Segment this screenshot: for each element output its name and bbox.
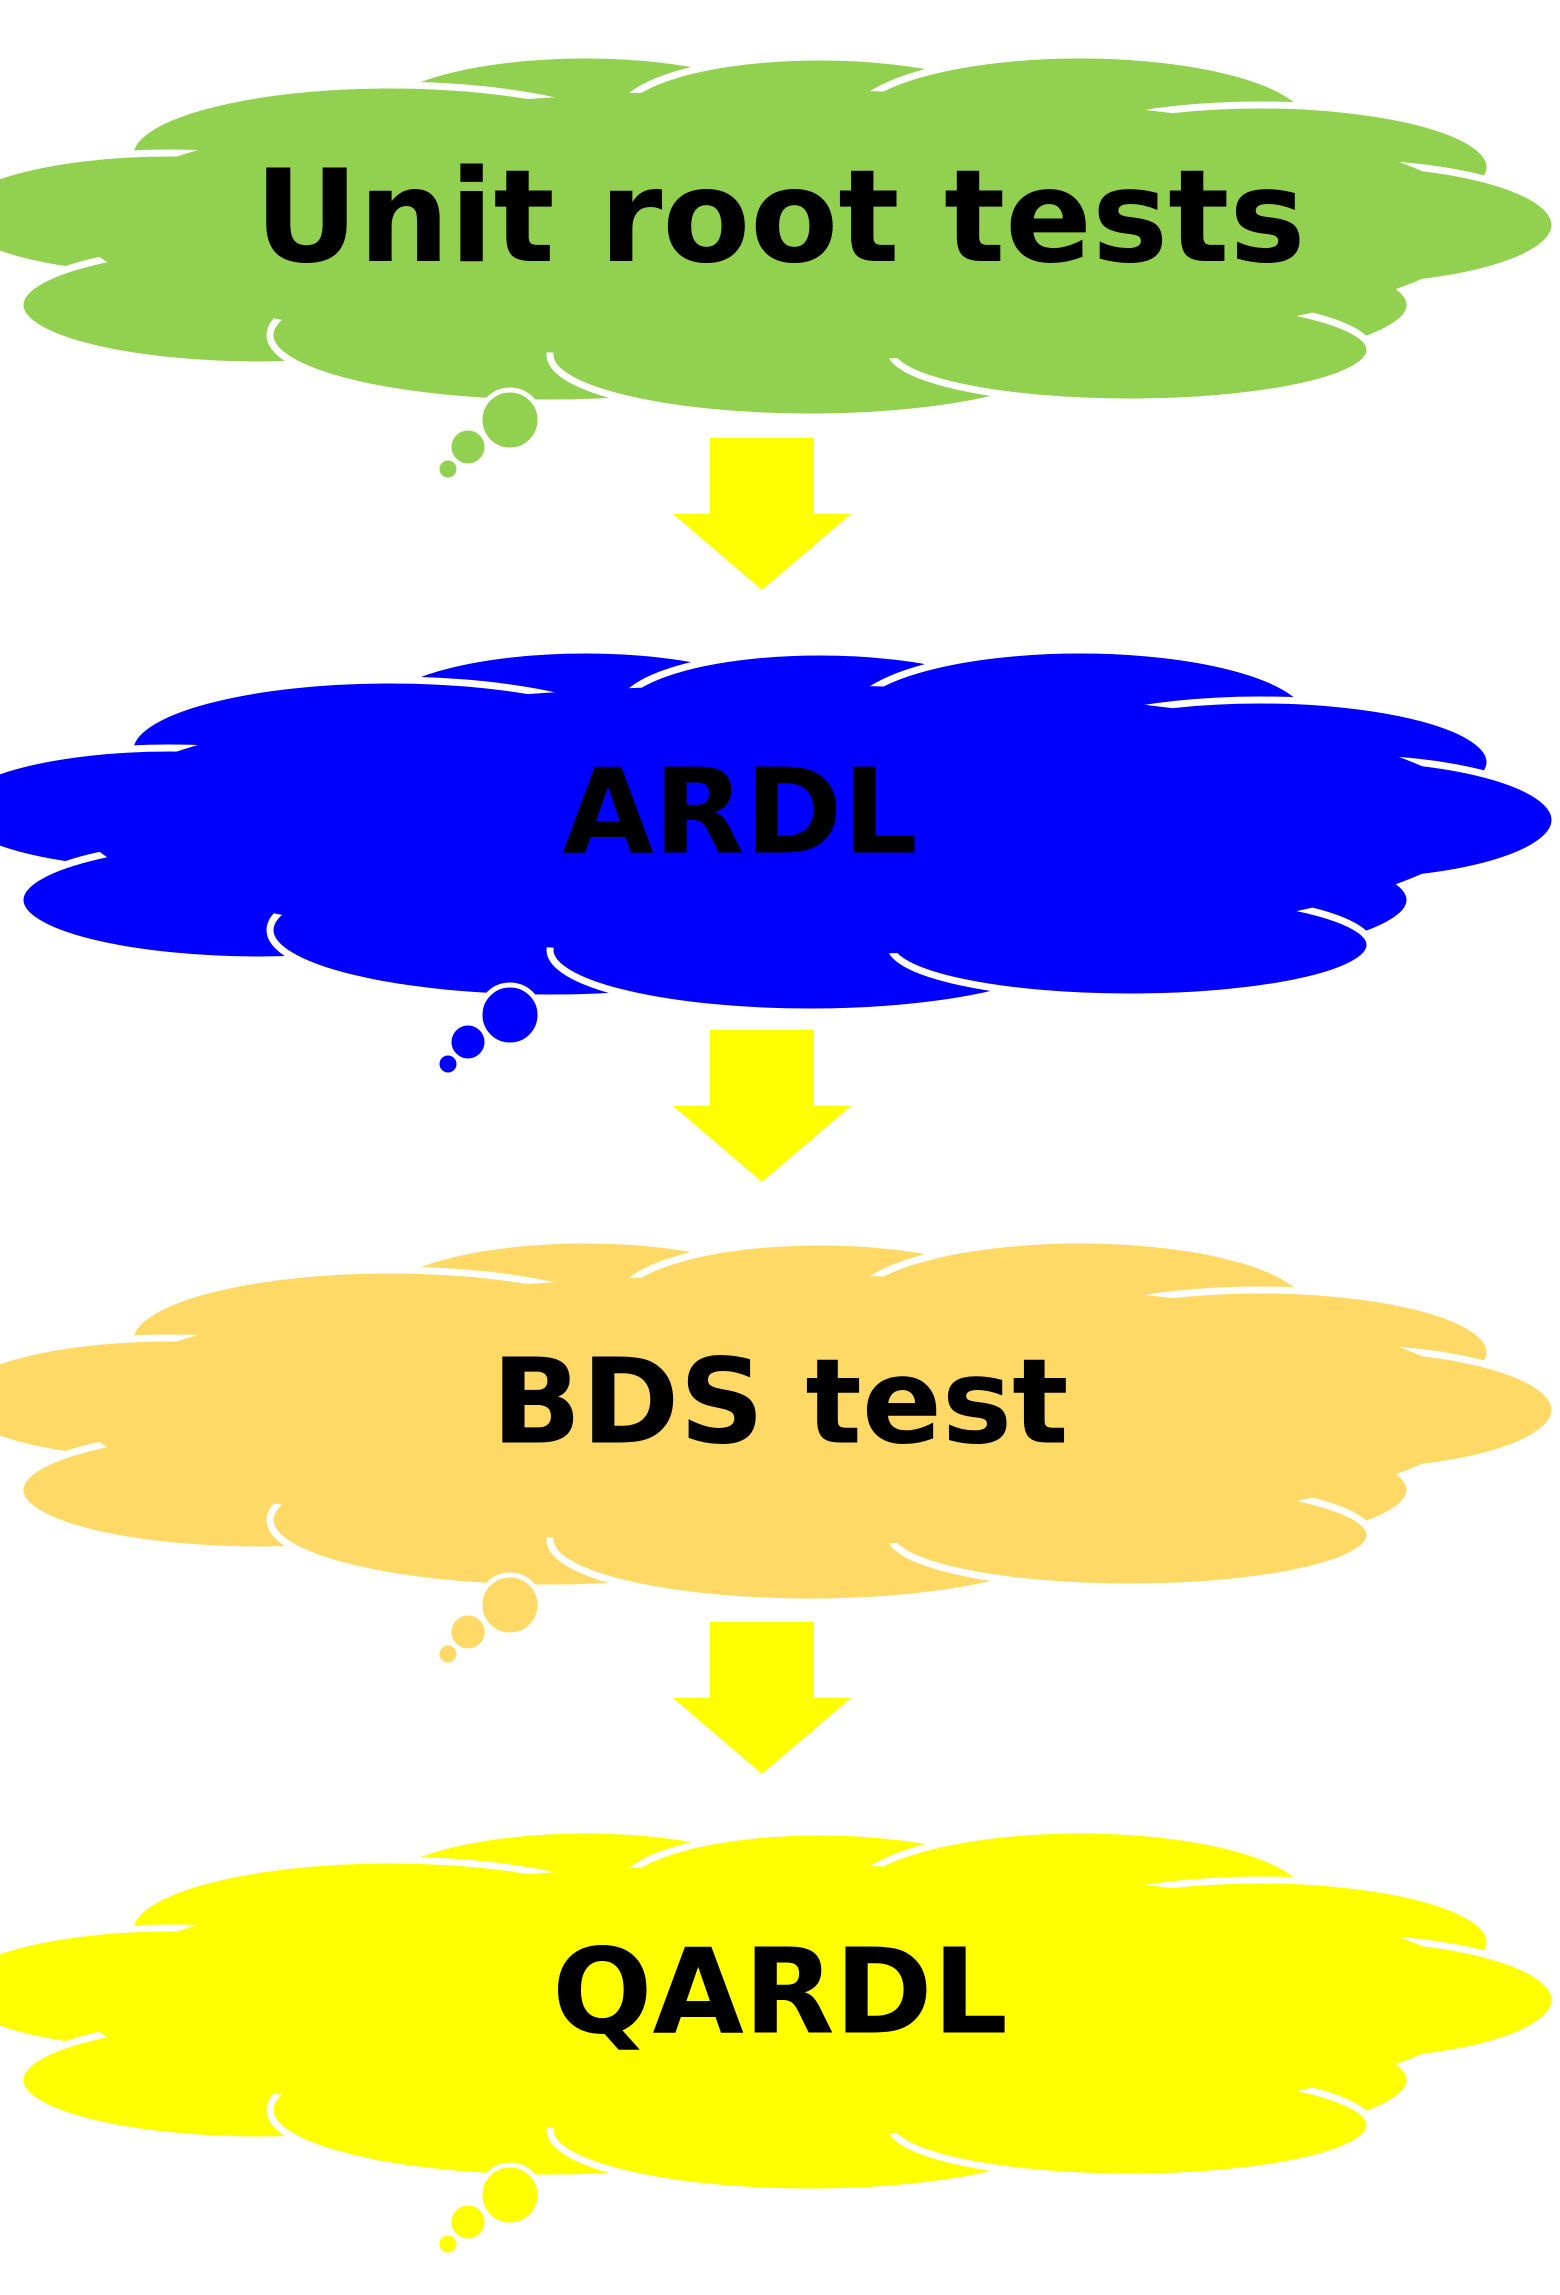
cloud-label-unit-root-tests: Unit root tests xyxy=(255,143,1306,292)
thought-bubble-dot xyxy=(434,455,462,483)
cloud-core xyxy=(80,1865,1480,2135)
thought-bubble-dot xyxy=(446,1610,490,1654)
arrow-ardl-to-bds xyxy=(673,1030,851,1182)
cloud-core xyxy=(80,685,1480,955)
down-arrow-icon xyxy=(673,438,851,590)
arrow-unit-root-to-ardl xyxy=(673,438,851,590)
cloud-core xyxy=(80,90,1480,360)
arrow-bds-to-qardl xyxy=(673,1622,851,1774)
thought-bubble-dot xyxy=(477,1572,543,1638)
cloud-label-ardl: ARDL xyxy=(562,742,917,880)
thought-bubble-dot xyxy=(446,425,490,469)
thought-bubble-dot xyxy=(477,387,543,453)
cloud-node-bds-test: BDS test xyxy=(0,1236,1559,1668)
thought-bubble-dot xyxy=(477,2162,543,2228)
cloud-node-qardl: QARDL xyxy=(0,1826,1559,2258)
down-arrow-icon xyxy=(673,1030,851,1182)
thought-bubble-dot xyxy=(446,1020,490,1064)
thought-bubble-dot xyxy=(477,982,543,1048)
thought-bubble-dot xyxy=(434,1050,462,1078)
thought-bubble-dot xyxy=(434,1640,462,1668)
cloud-label-bds-test: BDS test xyxy=(491,1332,1068,1470)
thought-bubble-dot xyxy=(446,2200,490,2244)
cloud-label-qardl: QARDL xyxy=(552,1922,1008,2060)
thought-bubble-dot xyxy=(434,2230,462,2258)
down-arrow-icon xyxy=(673,1622,851,1774)
cloud-core xyxy=(80,1275,1480,1545)
cloud-node-ardl: ARDL xyxy=(0,646,1559,1078)
cloud-node-unit-root-tests: Unit root tests xyxy=(0,51,1559,483)
